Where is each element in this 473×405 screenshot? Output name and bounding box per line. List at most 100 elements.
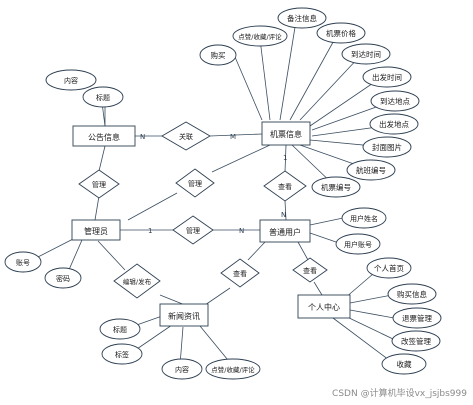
entity-personal: 个人中心 [297,294,351,319]
attr-ticket-number: 机票编号 [311,176,361,198]
svg-text:出发时间: 出发时间 [372,72,402,82]
mark-1a: 1 [283,154,287,162]
relation-announce-ticket: 关联 [161,121,211,151]
line-t-price [289,34,338,121]
line-admin-mgr2 [127,192,178,221]
line-view3-personal [313,281,323,296]
line-user-account [309,232,337,243]
svg-text:备注信息: 备注信息 [287,13,317,23]
svg-text:航班编号: 航班编号 [356,165,386,175]
entity-news: 新闻资讯 [159,303,209,327]
svg-text:点赞/收藏/评论: 点赞/收藏/评论 [211,365,255,374]
svg-text:用户账号: 用户账号 [344,240,372,249]
svg-text:标题: 标题 [96,93,110,102]
svg-text:机票编号: 机票编号 [321,182,351,192]
attr-personal-buy: 购买信息 [387,283,437,305]
attr-ticket-buy: 购买 [199,44,237,66]
relation-ticket-user-label: 查看 [278,182,292,191]
attr-news-tag: 标签 [101,343,143,365]
svg-text:个人首页: 个人首页 [374,263,404,273]
line-t-arrive-time [299,54,362,121]
attr-news-title: 标题 [99,318,141,340]
attr-ticket-depart-place: 出发地点 [369,113,419,135]
mark-m1: M [230,133,236,141]
relation-admin-ticket-label: 管理 [188,179,202,188]
entity-announcement-label: 公告信息 [88,132,120,142]
attr-ticket-flight: 航班编号 [346,159,396,181]
entity-ticket: 机票信息 [261,121,311,146]
line-p-buy [349,294,393,304]
svg-text:购买: 购买 [211,50,226,60]
svg-text:到达时间: 到达时间 [351,49,381,59]
svg-text:到达地点: 到达地点 [380,96,410,106]
relation-announce-ticket-label: 关联 [179,132,193,141]
line-admin-pwd [67,239,83,273]
relation-admin-announce-label: 管理 [92,180,106,189]
line-mgr2-ticket [211,144,271,173]
mark-1b: 1 [148,227,152,235]
attr-ticket-cover: 封面图片 [362,136,412,158]
watermark-text: CSDN @计算机毕设vx_jsjbs999 [332,389,467,399]
attributes: 内容 标题 购买 点赞/收藏/评论 备注信息 机票价格 到达时间 [4,7,442,380]
attr-ticket-note: 备注信息 [277,7,327,29]
attr-personal-home: 个人首页 [366,257,412,279]
attr-announcement-content: 内容 [45,69,97,91]
svg-text:账号: 账号 [16,258,30,267]
attr-user-name: 用户姓名 [341,207,387,229]
svg-text:退票管理: 退票管理 [402,313,432,323]
relation-admin-news: 编辑/发布 [113,263,161,299]
svg-text:密码: 密码 [56,274,70,283]
line-user-name [309,217,344,226]
line-t-note [279,20,297,121]
line-admin-acc [35,237,76,259]
svg-text:标题: 标题 [113,325,127,334]
line-user-view3 [297,241,309,261]
mark-na: N [281,211,286,219]
line-n-tag [133,324,173,352]
entity-user-label: 普通用户 [269,227,301,237]
svg-text:用户姓名: 用户姓名 [350,214,378,223]
line-edit-news [159,294,186,306]
line-admin-edit [97,240,126,271]
attr-announcement-title: 标题 [82,86,124,108]
attr-admin-account: 账号 [4,251,42,273]
attr-news-like: 点赞/收藏/评论 [205,358,261,380]
line-t-buy [234,56,263,121]
line-view-user [284,200,287,221]
entity-news-label: 新闻资讯 [168,311,200,321]
line-p-change [344,315,394,340]
relation-user-personal-label: 查看 [303,266,317,275]
line-ann-mgr [98,145,106,172]
attr-ticket-arrive-time: 到达时间 [341,43,391,65]
entity-personal-label: 个人中心 [308,302,340,312]
line-view2-news [204,287,231,306]
svg-text:标签: 标签 [115,350,129,359]
relation-admin-announce: 管理 [78,169,120,199]
svg-text:机票价格: 机票价格 [326,28,356,38]
entity-user: 普通用户 [259,219,311,243]
attr-news-content: 内容 [161,358,203,380]
line-t-like [259,38,271,121]
svg-text:改签管理: 改签管理 [401,336,431,346]
svg-text:封面图片: 封面图片 [372,142,402,152]
relation-admin-user: 管理 [172,215,214,245]
relation-admin-news-label: 编辑/发布 [123,277,152,286]
svg-text:内容: 内容 [175,365,189,374]
attr-ticket-arrive-place: 到达地点 [370,90,420,112]
cardinality-marks: N M 1 N 1 N [140,133,287,235]
attr-ticket-depart-time: 出发时间 [362,66,412,88]
svg-text:购买信息: 购买信息 [397,289,427,299]
svg-text:点赞/收藏/评论: 点赞/收藏/评论 [238,32,282,41]
relation-user-news: 查看 [220,258,260,288]
attr-ticket-price: 机票价格 [316,22,366,44]
attr-personal-refund: 退票管理 [392,307,442,329]
line-user-view2 [247,241,266,261]
svg-text:内容: 内容 [64,76,78,85]
attr-personal-change: 改签管理 [391,330,441,352]
entity-announcement: 公告信息 [72,125,136,147]
attr-personal-fav: 收藏 [381,353,427,375]
mark-n1: N [140,133,145,141]
line-ticket-view [284,144,287,173]
line-t-depart-time [309,76,383,127]
